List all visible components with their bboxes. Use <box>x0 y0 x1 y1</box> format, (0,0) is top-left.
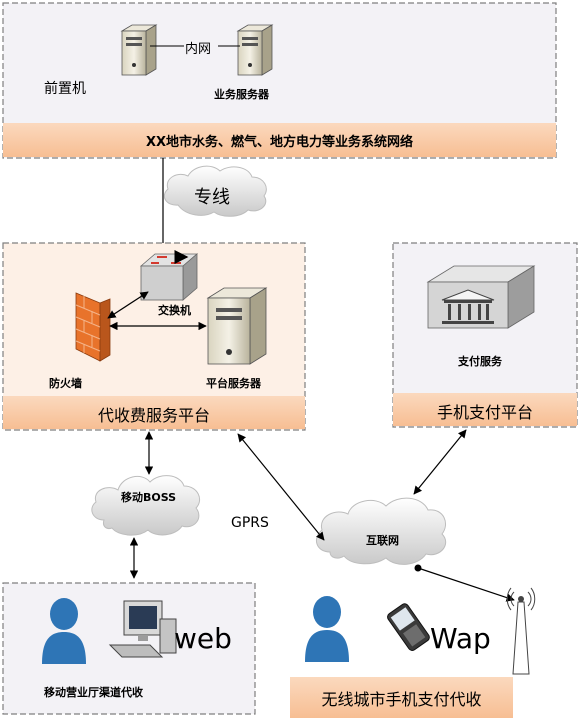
wireless-band <box>290 677 513 718</box>
internet-antenna-link <box>417 567 515 602</box>
switch-icon <box>139 254 197 301</box>
top-network-band <box>3 123 556 157</box>
platform-server-icon <box>206 287 268 365</box>
front-machine-label: 前置机 <box>44 81 86 97</box>
payment-service-label: 支付服务 <box>458 355 502 368</box>
antenna-tower-icon <box>506 587 536 675</box>
business-server-icon <box>236 24 274 76</box>
dedicated-line-label: 专线 <box>194 187 230 208</box>
mobile-boss-cloud <box>91 475 200 536</box>
intranet-label: 内网 <box>185 42 212 57</box>
firewall-icon <box>75 292 111 362</box>
wireless-city-zone <box>290 677 513 718</box>
mobile-payment-band-label: 手机支付平台 <box>436 403 533 422</box>
wap-label: Wap <box>430 622 491 655</box>
agency-platform-band <box>3 396 305 429</box>
internet-node-dot <box>414 564 422 572</box>
hall-channel-band-label: 移动营业厅渠道代收 <box>44 686 143 699</box>
mobile-payment-platform-zone <box>392 242 578 428</box>
top-network-band-label: XX地市水务、燃气、地方电力等业务系统网络 <box>145 135 414 150</box>
mobile-boss-label: 移动BOSS <box>121 491 177 504</box>
platform-server-label: 平台服务器 <box>206 377 261 390</box>
payment-internet-link <box>413 429 467 495</box>
firewall-label: 防火墙 <box>49 377 82 390</box>
hall-user-icon <box>42 598 86 664</box>
mobile-phone-icon <box>387 603 430 651</box>
front-server-icon <box>120 24 158 76</box>
internet-label: 互联网 <box>366 534 399 547</box>
business-server-label: 业务服务器 <box>214 88 269 101</box>
firewall-switch-link <box>107 291 149 319</box>
gprs-label: GPRS <box>231 515 269 531</box>
wireless-user-icon <box>305 596 349 662</box>
top-business-zone <box>2 2 557 159</box>
wireless-band-label: 无线城市手机支付代收 <box>321 690 482 709</box>
mobile-payment-band <box>393 393 577 426</box>
switch-label: 交换机 <box>158 304 191 317</box>
internet-cloud <box>315 497 447 565</box>
agency-platform-band-label: 代收费服务平台 <box>97 406 210 425</box>
web-label: web <box>174 622 232 655</box>
computer-icon <box>108 600 177 658</box>
dedicated-line-cloud <box>163 165 267 217</box>
payment-service-icon <box>426 265 536 329</box>
platform-internet-link <box>237 433 325 541</box>
